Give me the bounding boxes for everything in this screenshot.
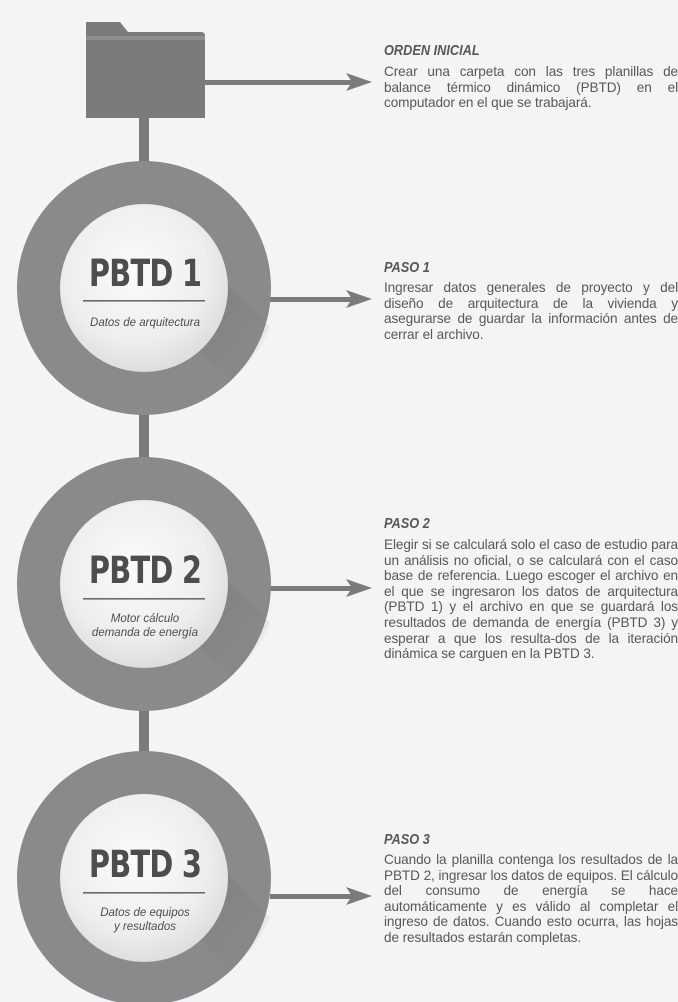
circle-1-title: PBTD 1 (88, 252, 202, 295)
arrow-paso1-icon (270, 290, 372, 308)
circle-2-subtitle: Motor cálculo demanda de energía (75, 612, 215, 640)
circle-3-subtitle-line: Datos de equipos (100, 907, 190, 919)
step-paso3-text: Cuando la planilla contenga los resultad… (384, 852, 678, 945)
step-paso1-title: PASO 1 (384, 259, 430, 276)
circle-3-subtitle-line: y resultados (113, 921, 176, 933)
circle-2-title: PBTD 2 (88, 549, 202, 592)
step-orden-text: Crear una carpeta con las tres planillas… (384, 64, 678, 111)
circle-3-subtitle: Datos de equipos y resultados (75, 906, 215, 934)
circle-1-subtitle: Datos de arquitectura (75, 316, 215, 330)
arrow-paso3-icon (270, 887, 372, 905)
step-paso1-text: Ingresar datos generales de proyecto y d… (384, 280, 678, 342)
circle-pbtd3 (17, 751, 271, 1002)
step-paso2-text: Elegir si se calculará solo el caso de e… (384, 537, 678, 662)
folder-icon (86, 22, 205, 118)
step-paso3-title: PASO 3 (384, 831, 430, 848)
arrow-paso2-icon (270, 579, 372, 597)
circle-2-subtitle-line: Motor cálculo (110, 613, 180, 625)
arrow-orden-icon (205, 73, 372, 91)
circle-pbtd2 (17, 457, 271, 711)
step-paso2-title: PASO 2 (384, 515, 430, 532)
circle-2-subtitle-line: demanda de energía (91, 627, 199, 639)
circle-pbtd1 (17, 161, 271, 415)
circle-3-title: PBTD 3 (88, 843, 202, 886)
step-orden-title: ORDEN INICIAL (384, 42, 480, 59)
arrow-icons (205, 73, 372, 905)
circle-1-subtitle-line: Datos de arquitectura (90, 317, 200, 329)
